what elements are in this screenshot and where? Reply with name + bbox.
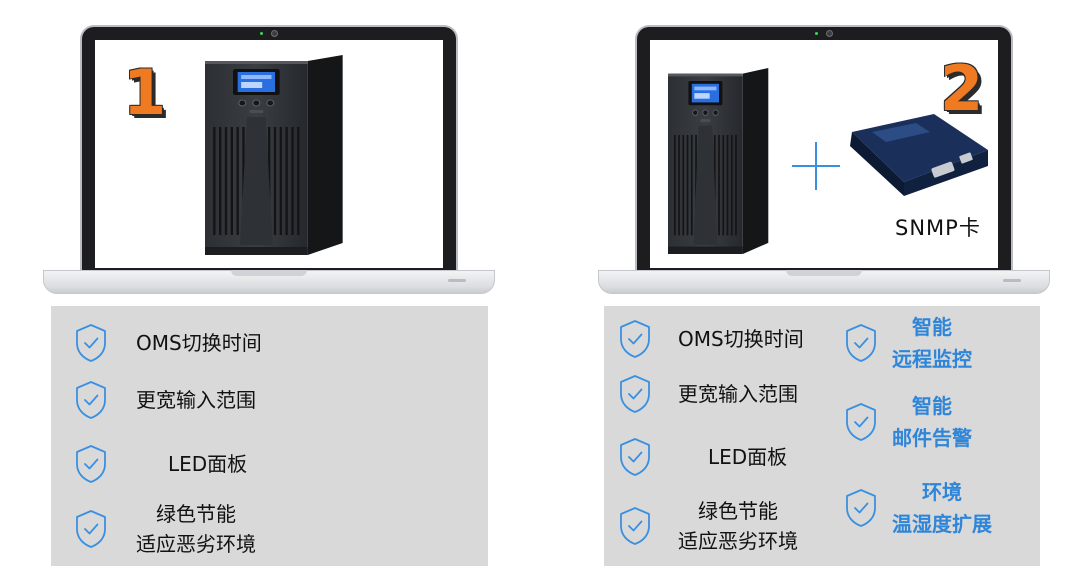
laptop-1: 1 bbox=[43, 25, 495, 297]
ups-tower-icon bbox=[205, 55, 345, 255]
feature-item: 绿色节能 适应恶劣环境 bbox=[618, 496, 798, 556]
feature-item: 更宽输入范围 bbox=[74, 380, 256, 420]
smart-feature-item: 智能 远程监控 bbox=[844, 311, 972, 375]
feature-panel-1: OMS切换时间 更宽输入范围 LED面板 绿色节能 适应恶劣环境 bbox=[51, 306, 488, 566]
shield-check-icon bbox=[618, 437, 652, 477]
plus-icon bbox=[792, 142, 840, 190]
feature-label: 适应恶劣环境 bbox=[136, 532, 256, 556]
feature-item: 更宽输入范围 bbox=[618, 374, 798, 414]
webcam-light-icon bbox=[815, 32, 818, 35]
snmp-card-label: SNMP卡 bbox=[895, 216, 981, 240]
laptop-2: 2 SNMP卡 bbox=[598, 25, 1050, 297]
ups-tower-icon bbox=[668, 68, 770, 254]
feature-label: 更宽输入范围 bbox=[136, 388, 256, 412]
shield-check-icon bbox=[74, 323, 108, 363]
shield-check-icon bbox=[618, 374, 652, 414]
feature-item: OMS切换时间 bbox=[74, 323, 262, 363]
laptop-screen: 1 bbox=[95, 40, 443, 268]
laptop-screen: 2 SNMP卡 bbox=[650, 40, 998, 268]
shield-check-icon bbox=[844, 402, 878, 442]
smart-feature-label: 远程监控 bbox=[892, 347, 972, 371]
feature-item: 绿色节能 适应恶劣环境 bbox=[74, 499, 256, 559]
feature-label: LED面板 bbox=[708, 445, 788, 469]
webcam-icon bbox=[271, 30, 278, 37]
webcam-icon bbox=[826, 30, 833, 37]
option-number: 2 bbox=[940, 52, 984, 125]
feature-label: 绿色节能 bbox=[156, 502, 236, 526]
feature-label: 适应恶劣环境 bbox=[678, 529, 798, 553]
smart-feature-item: 智能 邮件告警 bbox=[844, 390, 972, 454]
webcam-light-icon bbox=[260, 32, 263, 35]
snmp-card-icon bbox=[842, 110, 992, 196]
shield-check-icon bbox=[618, 506, 652, 546]
feature-label: OMS切换时间 bbox=[678, 327, 804, 351]
trackpad-notch bbox=[786, 270, 862, 276]
feature-label: OMS切换时间 bbox=[136, 331, 262, 355]
status-led-icon bbox=[448, 279, 466, 282]
shield-check-icon bbox=[74, 509, 108, 549]
shield-check-icon bbox=[74, 380, 108, 420]
smart-feature-label: 智能 bbox=[912, 315, 952, 339]
feature-item: LED面板 bbox=[74, 444, 247, 484]
shield-check-icon bbox=[844, 323, 878, 363]
feature-panel-2: OMS切换时间 更宽输入范围 LED面板 绿色节能 适应恶劣环境 智能 远程监控… bbox=[604, 306, 1040, 566]
status-led-icon bbox=[1003, 279, 1021, 282]
option-number: 1 bbox=[123, 56, 167, 129]
smart-feature-label: 环境 bbox=[922, 480, 962, 504]
smart-feature-label: 温湿度扩展 bbox=[892, 512, 992, 536]
smart-feature-label: 智能 bbox=[912, 394, 952, 418]
feature-label: LED面板 bbox=[168, 452, 248, 476]
feature-label: 绿色节能 bbox=[698, 499, 778, 523]
shield-check-icon bbox=[618, 319, 652, 359]
feature-item: OMS切换时间 bbox=[618, 319, 804, 359]
smart-feature-label: 邮件告警 bbox=[892, 426, 972, 450]
shield-check-icon bbox=[844, 488, 878, 528]
feature-item: LED面板 bbox=[618, 437, 787, 477]
feature-label: 更宽输入范围 bbox=[678, 382, 798, 406]
trackpad-notch bbox=[231, 270, 307, 276]
smart-feature-item: 环境 温湿度扩展 bbox=[844, 476, 992, 540]
shield-check-icon bbox=[74, 444, 108, 484]
